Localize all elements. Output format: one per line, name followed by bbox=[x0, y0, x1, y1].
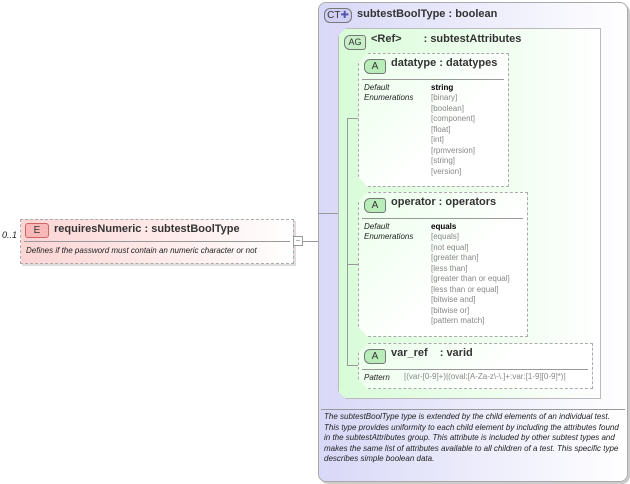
attribute-badge: A bbox=[364, 349, 386, 364]
attribute-title: var_ref: varid bbox=[391, 347, 473, 359]
divider bbox=[362, 79, 504, 80]
attribute-group-ref: <Ref> bbox=[371, 33, 402, 45]
tree-line bbox=[347, 118, 348, 366]
divider bbox=[362, 369, 588, 370]
default-label: Default bbox=[364, 83, 390, 92]
element-description: Defines if the password must contain an … bbox=[26, 246, 257, 255]
complex-type-description: The subtestBoolType type is extended by … bbox=[324, 412, 619, 463]
element-name: requiresNumeric bbox=[54, 223, 142, 235]
attribute-badge: A bbox=[364, 59, 386, 74]
complex-type-badge: CT✚ bbox=[324, 8, 352, 23]
element-title: requiresNumeric : subtestBoolType bbox=[54, 223, 240, 235]
element-badge: E bbox=[25, 223, 49, 238]
complex-type-name: subtestBoolType bbox=[357, 8, 446, 20]
pattern-value: [(var-[0-9]+)|(oval:[A-Za-z\-\.]+:var:[1… bbox=[404, 372, 566, 381]
divider bbox=[362, 218, 523, 219]
divider bbox=[321, 409, 625, 410]
connector bbox=[347, 365, 358, 366]
cardinality: 0..1 bbox=[2, 230, 18, 240]
attribute-var-ref[interactable]: A var_ref: varid Pattern [(var-[0-9]+)|(… bbox=[358, 343, 593, 389]
attribute-title: operator : operators bbox=[391, 196, 497, 208]
pattern-label: Pattern bbox=[364, 373, 390, 382]
enumerations-label: Enumerations bbox=[364, 232, 414, 241]
plus-icon: ✚ bbox=[340, 10, 349, 21]
divider bbox=[24, 241, 290, 242]
attribute-group-badge: AG bbox=[344, 35, 366, 50]
default-label: Default bbox=[364, 222, 390, 231]
attribute-badge: A bbox=[364, 198, 386, 213]
element-box[interactable]: E requiresNumeric : subtestBoolType Defi… bbox=[20, 219, 294, 264]
connector bbox=[347, 264, 358, 265]
connector bbox=[303, 241, 318, 242]
attribute-datatype[interactable]: A datatype : datatypes Default Enumerati… bbox=[358, 53, 509, 187]
element-type: subtestBoolType bbox=[151, 223, 240, 235]
complex-type-title: subtestBoolType : boolean bbox=[357, 8, 498, 20]
attribute-operator[interactable]: A operator : operators Default Enumerati… bbox=[358, 192, 528, 337]
attribute-title: datatype : datatypes bbox=[391, 57, 498, 69]
complex-type-base: boolean bbox=[455, 8, 498, 20]
enumerations-label: Enumerations bbox=[364, 93, 414, 102]
enumeration-list: [equals][not equal][greater than][less t… bbox=[431, 232, 510, 325]
default-value: string bbox=[431, 83, 454, 92]
attribute-group-title: <Ref>: subtestAttributes bbox=[371, 33, 522, 45]
connector bbox=[347, 118, 358, 119]
connector bbox=[318, 213, 348, 214]
enumeration-list: [binary][boolean][component][float][int]… bbox=[431, 93, 476, 176]
default-value: equals bbox=[431, 222, 457, 231]
collapse-toggle-icon[interactable]: − bbox=[293, 236, 303, 246]
attribute-group-type: subtestAttributes bbox=[430, 33, 522, 45]
